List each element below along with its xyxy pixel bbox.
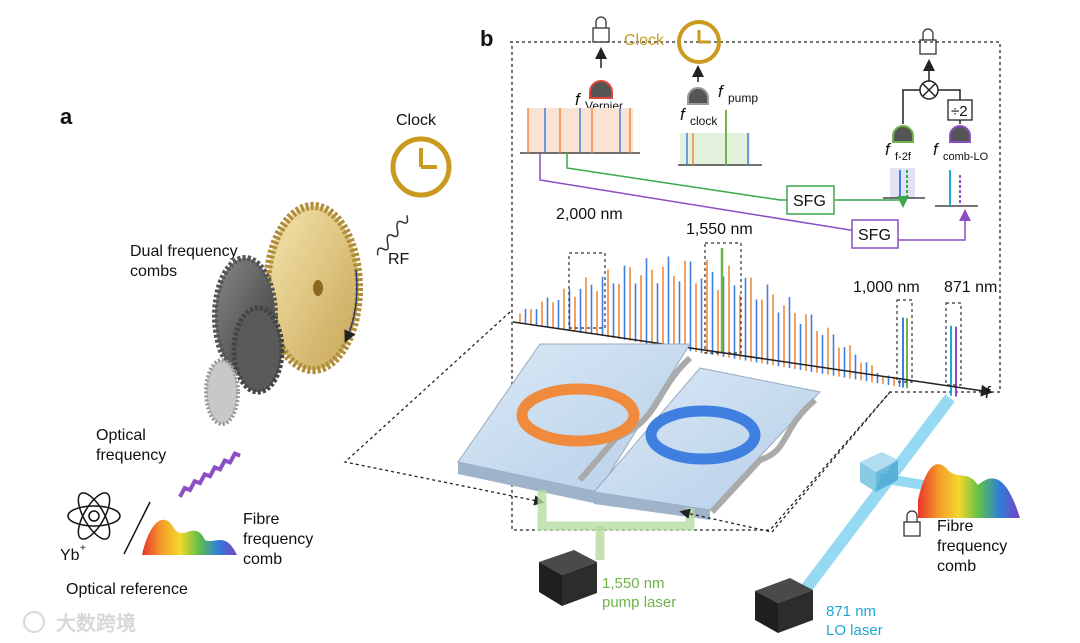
clock-a-icon <box>390 136 452 198</box>
frequency-axis-label: f <box>985 383 992 402</box>
svg-text:clock: clock <box>690 114 718 128</box>
detector-vernier-icon <box>589 47 613 99</box>
lo-beam <box>800 394 955 594</box>
yb-atom-icon <box>67 492 121 540</box>
f-pump-label: f pump <box>718 82 758 105</box>
sfg2-label: SFG <box>858 227 891 244</box>
detector-f2f-icon <box>892 125 914 143</box>
svg-text:comb-LO: comb-LO <box>943 151 989 163</box>
lock-icon-fibre <box>903 510 921 537</box>
rotation-arrow-gold <box>344 269 358 343</box>
svg-text:f: f <box>885 140 892 159</box>
light-gear-small <box>204 358 240 426</box>
fibre-comb-b-label-3: comb <box>937 558 976 575</box>
yb-label: Yb <box>60 547 80 564</box>
orange-ring-resonator <box>516 383 640 447</box>
f2f-spectrum <box>883 168 925 199</box>
mixer-icon <box>902 59 961 124</box>
wl-871-label: 871 nm <box>944 279 997 296</box>
wl-2000-label: 2,000 nm <box>556 206 623 223</box>
green-path-sfg1 <box>566 152 790 201</box>
main-comb-spectrum <box>519 248 957 397</box>
wl-1000-label: 1,000 nm <box>853 279 920 296</box>
watermark-logo-icon <box>23 611 45 633</box>
detector-comb-lo-icon <box>949 125 971 143</box>
waveguide-right <box>709 397 817 515</box>
detector-clock-icon <box>687 65 709 105</box>
watermark: 大数跨境 <box>56 611 136 635</box>
purple-path-lo <box>897 209 971 241</box>
separator-slash <box>123 501 151 555</box>
dashed-box-1550 <box>704 242 742 354</box>
f-f2f-label: f f-2f <box>885 140 912 163</box>
clock-a-label: Clock <box>396 112 437 129</box>
fibre-comb-b-label-1: Fibre <box>937 518 974 535</box>
yb-superscript: + <box>80 543 86 554</box>
lock-icon-vernier <box>592 16 610 43</box>
sfg1-box <box>786 185 835 215</box>
frequency-axis <box>512 321 993 397</box>
fibre-comb-b-label-2: frequency <box>937 538 1007 555</box>
pump-laser-box <box>539 550 597 606</box>
comb-lo-spectrum <box>935 170 978 207</box>
chip-projection-left <box>343 311 545 506</box>
rf-label: RF <box>388 251 410 268</box>
clock-b-label: Clock <box>624 32 665 49</box>
f-comb-lo-label: f comb-LO <box>933 140 989 163</box>
blue-ring-resonator <box>645 405 761 465</box>
pump-laser-label-1: 1,550 nm <box>602 575 665 592</box>
dashed-box-2000 <box>568 252 606 329</box>
dark-gear-medium <box>231 305 285 395</box>
sfg1-label: SFG <box>793 193 826 210</box>
fibre-comb-spectrum-a <box>142 519 237 555</box>
lo-laser-label-2: LO laser <box>826 622 883 639</box>
chip-projection-right <box>679 391 891 533</box>
svg-text:pump: pump <box>728 91 758 105</box>
rf-wave <box>376 215 409 256</box>
f-clock-label: f clock <box>680 105 718 128</box>
divider-box: ÷2 <box>947 99 973 121</box>
svg-text:f: f <box>933 140 940 159</box>
optical-frequency-label-2: frequency <box>96 447 166 464</box>
optical-frequency-label-1: Optical <box>96 427 146 444</box>
svg-text:÷2: ÷2 <box>951 103 968 120</box>
dual-combs-label-2: combs <box>130 263 177 280</box>
clock-b-icon <box>677 20 721 64</box>
vernier-spectrum <box>520 108 640 154</box>
optical-frequency-wave <box>178 451 241 498</box>
panel-b-label: b <box>480 26 493 51</box>
sfg2-box <box>851 219 899 249</box>
svg-text:f: f <box>575 90 582 109</box>
svg-text:f-2f: f-2f <box>895 151 912 163</box>
green-path-f2f <box>835 196 909 208</box>
svg-text:f: f <box>680 105 687 124</box>
fibre-comb-a-label-3: comb <box>243 551 282 568</box>
optical-reference-label: Optical reference <box>66 581 188 598</box>
lock-icon-right <box>919 28 937 55</box>
chip-left <box>457 343 691 504</box>
dashed-box-871 <box>945 302 962 386</box>
lo-laser-box <box>755 578 813 633</box>
wl-1550-label: 1,550 nm <box>686 221 753 238</box>
panel-a-label: a <box>60 104 73 129</box>
fibre-comb-a-label-2: frequency <box>243 531 313 548</box>
gold-gear <box>263 202 363 374</box>
lo-laser-label-1: 871 nm <box>826 603 876 620</box>
dashed-box-1000 <box>896 299 913 383</box>
dual-combs-label-1: Dual frequency <box>130 243 238 260</box>
fibre-comb-a-label-1: Fibre <box>243 511 280 528</box>
fibre-comb-spectrum-b <box>918 464 1020 518</box>
beamsplitter-cube <box>860 452 898 492</box>
pump-laser-label-2: pump laser <box>602 594 676 611</box>
svg-text:f: f <box>718 82 725 101</box>
clock-spectrum <box>678 110 762 166</box>
